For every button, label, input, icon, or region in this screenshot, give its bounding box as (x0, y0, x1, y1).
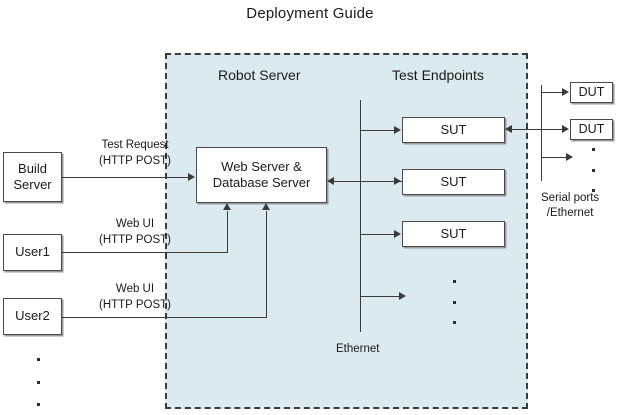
sut-extra-connector (360, 296, 400, 297)
dut-1-connector (541, 92, 563, 93)
sut-1-arrowhead (394, 126, 401, 134)
sut-extra-arrowhead (399, 292, 406, 300)
build-server-arrowhead (188, 173, 195, 181)
user2-edge-label: Web UI (HTTP POST) (85, 282, 185, 313)
sut-label-1: SUT (440, 121, 467, 137)
sut-node-2[interactable]: SUT (402, 169, 505, 195)
user1-connector-vertical (227, 211, 228, 253)
serial-ports-caption-line2: /Ethernet (546, 206, 594, 219)
dut-node-2[interactable]: DUT (570, 119, 613, 140)
user1-edge-line1: Web UI (115, 218, 155, 230)
build-server-connector (62, 177, 189, 178)
serial-bus-line (541, 85, 542, 181)
server-bus-connector (334, 181, 402, 182)
dut-extra-arrowhead (566, 153, 573, 161)
sut-3-arrowhead (394, 230, 401, 238)
sut-2-arrowhead (394, 177, 401, 185)
user2-connector-vertical (266, 211, 267, 318)
user2-edge-line2: (HTTP POST) (99, 298, 171, 311)
sut-1-inbound-arrowhead (505, 125, 512, 133)
serial-ports-caption: Serial ports /Ethernet (541, 191, 599, 221)
ethernet-bus-line (360, 100, 361, 332)
server-inbound-arrowhead (327, 177, 334, 185)
sut-1-connector (360, 130, 395, 131)
user2-connector-horizontal (62, 317, 267, 318)
dut-ellipsis (591, 148, 595, 192)
user1-connector-horizontal (62, 252, 228, 253)
serial-ports-caption-line1: Serial ports (541, 192, 600, 204)
user2-node[interactable]: User2 (3, 298, 62, 335)
sut-label-3: SUT (440, 225, 467, 241)
user1-label: User1 (15, 244, 50, 260)
dut-node-1[interactable]: DUT (570, 82, 613, 103)
user2-label: User2 (15, 308, 50, 324)
user1-edge-label: Web UI (HTTP POST) (85, 217, 185, 248)
user1-edge-line2: (HTTP POST) (99, 233, 171, 246)
zone-label-robot-server: Robot Server (218, 67, 301, 83)
dut-2-arrowhead (562, 125, 569, 133)
dut-label-1: DUT (578, 84, 605, 99)
zone-label-test-endpoints: Test Endpoints (392, 67, 484, 83)
sut-3-connector (360, 234, 395, 235)
dut-extra-connector (541, 157, 567, 158)
sut-ellipsis (452, 280, 456, 324)
build-server-label: Build Server (13, 160, 52, 192)
page-title: Deployment Guide (246, 5, 374, 22)
user2-edge-line1: Web UI (115, 283, 155, 295)
sut-node-3[interactable]: SUT (402, 221, 505, 247)
sut-label-2: SUT (440, 173, 467, 189)
dut-1-arrowhead (562, 88, 569, 96)
build-server-edge-line1: Test Request (101, 139, 169, 151)
build-server-node[interactable]: Build Server (3, 152, 62, 202)
ethernet-caption: Ethernet (336, 343, 380, 355)
sut-node-1[interactable]: SUT (402, 117, 505, 143)
dut-label-2: DUT (578, 121, 605, 136)
web-database-server-node[interactable]: Web Server & Database Server (196, 147, 327, 203)
user2-arrowhead (262, 203, 270, 210)
dut-2-connector (512, 129, 563, 130)
build-server-edge-line2: (HTTP POST) (99, 154, 171, 167)
web-database-server-label: Web Server & Database Server (212, 158, 311, 190)
user1-node[interactable]: User1 (3, 234, 62, 271)
left-ellipsis (36, 358, 40, 406)
user1-arrowhead (223, 203, 231, 210)
build-server-edge-label: Test Request (HTTP POST) (85, 138, 185, 169)
